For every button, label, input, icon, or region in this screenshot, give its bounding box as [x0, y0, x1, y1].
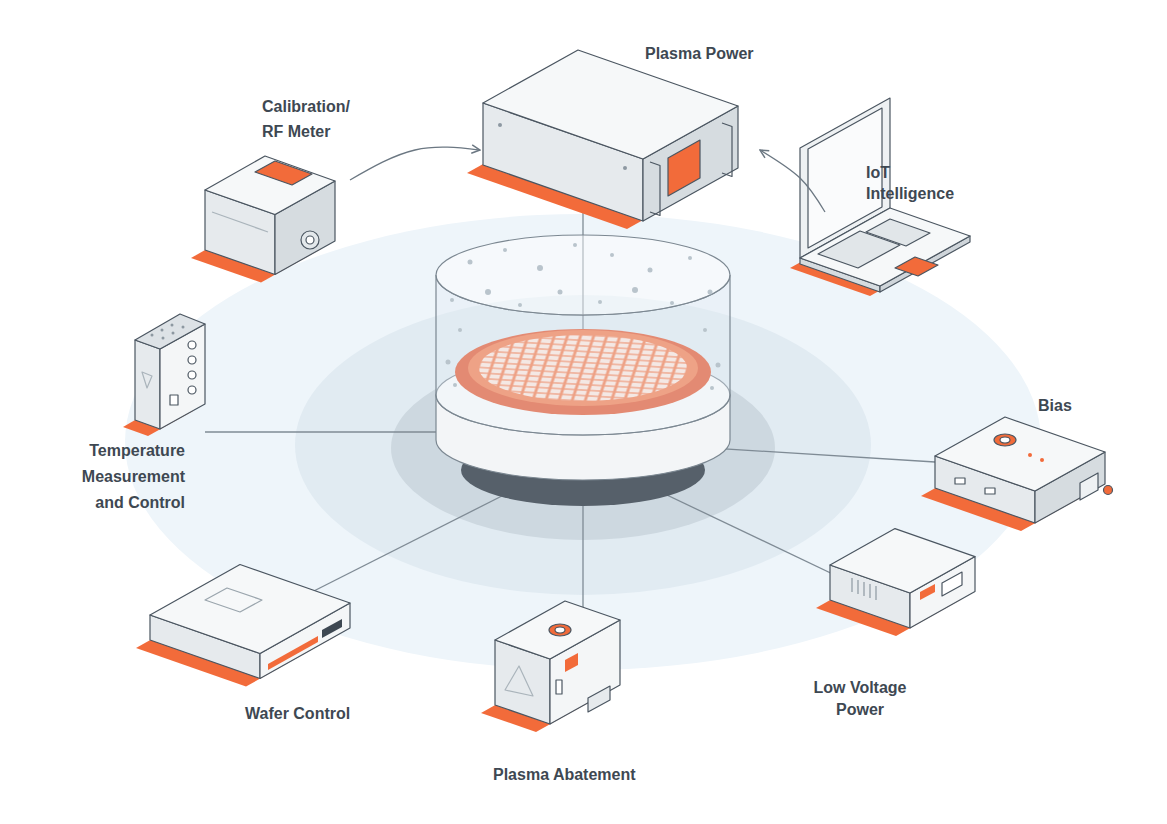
plasma-particle: [537, 265, 543, 271]
vent-hole: [162, 337, 165, 340]
rf-connector: [301, 231, 319, 249]
panel-port: [556, 680, 562, 694]
plasma-particle: [610, 253, 614, 257]
sensor-connector: [188, 371, 196, 379]
sensor-connector: [188, 386, 196, 394]
plasma-particle: [703, 328, 707, 332]
device-top: [135, 314, 205, 349]
vent-slot: [857, 580, 858, 594]
plasma-particle: [573, 243, 577, 247]
panel-seam: [212, 212, 268, 232]
chamber-lid: [436, 235, 730, 315]
vent-slot: [869, 584, 870, 598]
plasma-particle: [632, 287, 638, 293]
device-label: Plasma Power: [645, 43, 757, 65]
device-node: Calibration/ RF Meter: [200, 92, 350, 280]
screw: [498, 123, 502, 127]
plasma-particle: [598, 300, 602, 304]
device-top: [495, 601, 620, 659]
plasma-particle: [558, 290, 563, 295]
top-port: [1000, 437, 1010, 443]
device-node: Wafer Control: [145, 560, 375, 728]
vent-slot: [851, 578, 852, 592]
device-logo: [142, 372, 152, 388]
plasma-particle: [670, 301, 674, 305]
power-socket: [942, 572, 962, 596]
device-label: Plasma Abatement: [493, 764, 663, 786]
device-side: [135, 340, 160, 429]
top-port: [549, 624, 571, 636]
vent-slot: [875, 586, 876, 600]
rack-handle: [650, 162, 660, 216]
device-label: Low Voltage Power: [800, 677, 920, 721]
plasma-particle: [708, 290, 713, 295]
screw: [623, 166, 627, 170]
device-label: IoT Intelligence: [866, 162, 971, 204]
vent-hole: [161, 329, 164, 332]
sensor-connector: [188, 341, 196, 349]
vent-slot: [863, 582, 864, 596]
touch-pad: [895, 257, 938, 276]
vent-hole: [172, 332, 175, 335]
front-panel: [668, 140, 700, 196]
outlet-connector: [588, 686, 610, 712]
device-top: [205, 156, 335, 215]
connector-arrow: [350, 147, 480, 180]
indicator: [1028, 453, 1032, 457]
plasma-particle: [446, 360, 451, 365]
plasma-particle: [518, 303, 522, 307]
vent-hole: [151, 334, 154, 337]
key-block: [866, 219, 930, 246]
plasma-particle: [450, 298, 454, 302]
device-badge: [255, 161, 312, 185]
plasma-particle: [485, 289, 491, 295]
plasma-particle: [458, 328, 462, 332]
device-node: Low Voltage Power: [800, 525, 980, 725]
device-node: IoT Intelligence: [825, 95, 1050, 295]
rf-connector: [306, 236, 314, 244]
top-plate: [205, 588, 262, 612]
device-top: [150, 565, 350, 654]
halo-ring: [125, 214, 1041, 670]
laptop-keyboard: [800, 208, 970, 286]
top-port: [555, 627, 565, 633]
connector-arrow: [760, 150, 825, 212]
sensor-connector: [188, 356, 196, 364]
device-top: [935, 417, 1105, 491]
power-switch: [920, 584, 935, 600]
rack-handle: [722, 123, 732, 177]
plasma-particle: [648, 268, 653, 273]
plasma-particle: [503, 248, 507, 252]
panel-port: [955, 478, 965, 484]
device-node: Plasma Abatement: [488, 596, 668, 791]
device-node: Temperature Measurement and Control: [50, 310, 210, 535]
front-stripe: [268, 636, 318, 670]
output-connector: [1080, 473, 1098, 500]
device-logo: [505, 666, 533, 696]
front-display: [322, 619, 342, 638]
device-node: Bias: [930, 390, 1110, 530]
device-label: Temperature Measurement and Control: [60, 438, 185, 516]
plasma-particle: [468, 260, 473, 265]
panel-port: [985, 488, 995, 494]
top-port: [994, 434, 1016, 446]
plasma-particle: [688, 256, 692, 260]
plasma-particle: [453, 383, 457, 387]
vent-hole: [171, 324, 174, 327]
vent-hole: [182, 326, 185, 329]
device-badge: [565, 653, 578, 672]
plasma-particle: [716, 363, 721, 368]
indicator: [1040, 458, 1044, 462]
plasma-particle: [710, 386, 714, 390]
device-label: Calibration/ RF Meter: [262, 94, 357, 144]
device-label: Bias: [1038, 395, 1098, 417]
output-connector: [1104, 486, 1113, 495]
device-node: Plasma Power: [480, 40, 760, 224]
sensor-port: [170, 395, 178, 405]
device-label: Wafer Control: [245, 703, 375, 725]
